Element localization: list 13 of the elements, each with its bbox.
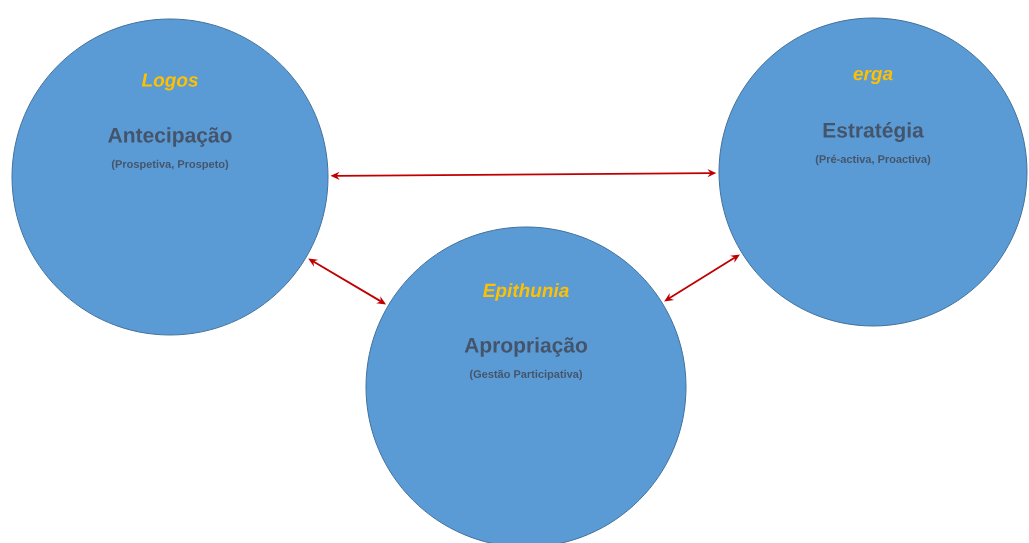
heading-text: Antecipação [108, 127, 232, 147]
arrow [664, 254, 740, 302]
circle-node [718, 17, 1028, 327]
circle-node [11, 18, 329, 336]
heading-text: Estratégia [823, 122, 924, 142]
subtitle-text: (Gestão Participativa) [470, 369, 582, 381]
circle-node [365, 226, 687, 543]
title-text: erga [853, 69, 893, 85]
heading-text: Apropriação [464, 337, 588, 357]
title-text: Epithunia [483, 283, 569, 301]
subtitle-text: (Prospetiva, Prospeto) [111, 159, 229, 171]
title-text: Logos [141, 73, 198, 91]
subtitle-text: (Pré-activa, Proactiva) [815, 154, 931, 166]
